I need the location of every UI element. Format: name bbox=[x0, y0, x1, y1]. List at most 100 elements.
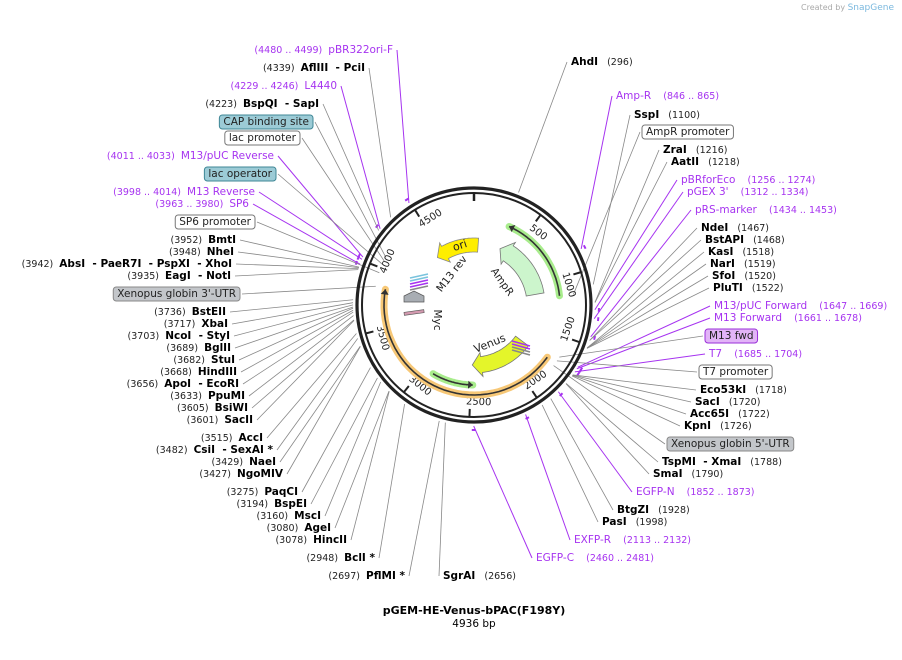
primer-label[interactable]: EXFP-R (2113 .. 2132) bbox=[574, 534, 691, 546]
label-text[interactable]: (3656) ApoI - EcoRI bbox=[127, 378, 239, 390]
label-text[interactable]: PluTI (1522) bbox=[713, 282, 784, 294]
feature-box[interactable] bbox=[203, 166, 277, 182]
label-text[interactable]: (4339) AflIII - PciI bbox=[263, 62, 365, 74]
label-text[interactable]: (3429) NaeI bbox=[211, 456, 276, 468]
label-text[interactable]: (3736) BstEII bbox=[154, 306, 226, 318]
label-text[interactable]: ZraI (1216) bbox=[663, 144, 727, 156]
ampr-orf-arc[interactable] bbox=[508, 225, 561, 296]
label-text[interactable]: (3935) EagI - NotI bbox=[127, 270, 231, 282]
restriction-site-label[interactable]: (3482) CsiI - SexAI * bbox=[156, 444, 274, 456]
primer-label[interactable]: EGFP-C (2460 .. 2481) bbox=[536, 552, 654, 564]
label-text[interactable]: (3948) NheI bbox=[169, 246, 234, 258]
restriction-site-label[interactable]: (3942) AbsI - PaeR7I - PspXI - XhoI bbox=[22, 258, 232, 270]
label-text[interactable]: BtgZI (1928) bbox=[617, 504, 690, 516]
label-text[interactable]: pGEX 3' (1312 .. 1334) bbox=[687, 186, 809, 198]
restriction-site-label[interactable]: (3689) BglII bbox=[166, 342, 231, 354]
restriction-site-label[interactable]: (3935) EagI - NotI bbox=[127, 270, 231, 282]
primer-label[interactable]: pGEX 3' (1312 .. 1334) bbox=[687, 186, 809, 198]
label-text[interactable]: (3717) XbaI bbox=[164, 318, 228, 330]
restriction-site-label[interactable]: AatII (1218) bbox=[671, 156, 740, 168]
label-text[interactable]: EGFP-N (1852 .. 1873) bbox=[636, 486, 755, 498]
restriction-site-label[interactable]: BstAPI (1468) bbox=[705, 234, 785, 246]
label-text[interactable]: M13/pUC Forward (1647 .. 1669) bbox=[714, 300, 887, 312]
restriction-site-label[interactable]: NarI (1519) bbox=[710, 258, 776, 270]
label-text[interactable]: M13 Forward (1661 .. 1678) bbox=[714, 312, 862, 324]
restriction-site-label[interactable]: (3080) AgeI bbox=[267, 522, 331, 534]
label-text[interactable]: lac promoter bbox=[229, 132, 297, 144]
restriction-site-label[interactable]: (3703) NcoI - StyI bbox=[128, 330, 230, 342]
venus-feature[interactable] bbox=[471, 335, 529, 378]
restriction-site-label[interactable]: (3429) NaeI bbox=[211, 456, 276, 468]
restriction-site-label[interactable]: (3717) XbaI bbox=[164, 318, 228, 330]
restriction-site-label[interactable]: (3275) PaqCI bbox=[227, 486, 298, 498]
feature-box[interactable] bbox=[224, 130, 301, 146]
label-text[interactable]: SfoI (1520) bbox=[712, 270, 776, 282]
restriction-site-label[interactable]: SfoI (1520) bbox=[712, 270, 776, 282]
label-text[interactable]: (3160) MscI bbox=[257, 510, 322, 522]
restriction-site-label[interactable]: (3682) StuI bbox=[173, 354, 235, 366]
label-text[interactable]: CAP binding site bbox=[223, 116, 309, 128]
label-text[interactable]: TspMI - XmaI (1788) bbox=[662, 456, 782, 468]
label-text[interactable]: pBRforEco (1256 .. 1274) bbox=[681, 174, 815, 186]
restriction-site-label[interactable]: ZraI (1216) bbox=[663, 144, 727, 156]
primer-label[interactable]: M13 Forward (1661 .. 1678) bbox=[714, 312, 862, 324]
label-text[interactable]: T7 (1685 .. 1704) bbox=[708, 348, 802, 360]
label-text[interactable]: PasI (1998) bbox=[602, 516, 667, 528]
label-text[interactable]: pRS-marker (1434 .. 1453) bbox=[695, 204, 837, 216]
label-text[interactable]: (4229 .. 4246) L4440 bbox=[231, 80, 337, 92]
restriction-site-label[interactable]: (3656) ApoI - EcoRI bbox=[127, 378, 239, 390]
label-text[interactable]: AatII (1218) bbox=[671, 156, 740, 168]
label-text[interactable]: (3703) NcoI - StyI bbox=[128, 330, 230, 342]
restriction-site-label[interactable]: (2948) BclI * bbox=[306, 552, 375, 564]
label-text[interactable]: (2697) PflMI * bbox=[328, 570, 405, 582]
restriction-site-label[interactable]: SgrAI (2656) bbox=[443, 570, 516, 582]
restriction-site-label[interactable]: PluTI (1522) bbox=[713, 282, 784, 294]
restriction-site-label[interactable]: SacI (1720) bbox=[695, 396, 760, 408]
label-text[interactable]: Acc65I (1722) bbox=[690, 408, 770, 420]
label-text[interactable]: (4011 .. 4033) M13/pUC Reverse bbox=[107, 150, 274, 162]
primer-label[interactable]: (3963 .. 3980) SP6 bbox=[155, 198, 249, 210]
label-text[interactable]: SspI (1100) bbox=[634, 109, 700, 121]
label-text[interactable]: (3605) BsiWI bbox=[177, 402, 248, 414]
label-text[interactable]: (3515) AccI bbox=[201, 432, 263, 444]
primer-label[interactable]: (3998 .. 4014) M13 Reverse bbox=[113, 186, 255, 198]
primer-label[interactable]: pRS-marker (1434 .. 1453) bbox=[695, 204, 837, 216]
label-text[interactable]: AmpR promoter bbox=[646, 126, 730, 138]
label-text[interactable]: (2948) BclI * bbox=[306, 552, 375, 564]
primer-label[interactable]: T7 (1685 .. 1704) bbox=[708, 348, 802, 360]
label-text[interactable]: (3427) NgoMIV bbox=[199, 468, 284, 480]
feature-box[interactable] bbox=[666, 436, 795, 452]
label-text[interactable]: (3080) AgeI bbox=[267, 522, 331, 534]
primer-label[interactable]: pBRforEco (1256 .. 1274) bbox=[681, 174, 815, 186]
restriction-site-label[interactable]: (3078) HincII bbox=[275, 534, 347, 546]
label-text[interactable]: (3078) HincII bbox=[275, 534, 347, 546]
restriction-site-label[interactable]: (2697) PflMI * bbox=[328, 570, 405, 582]
restriction-site-label[interactable]: (3948) NheI bbox=[169, 246, 234, 258]
restriction-site-label[interactable]: (3605) BsiWI bbox=[177, 402, 248, 414]
label-text[interactable]: KasI (1518) bbox=[708, 246, 774, 258]
restriction-site-label[interactable]: BtgZI (1928) bbox=[617, 504, 690, 516]
label-text[interactable]: (3942) AbsI - PaeR7I - PspXI - XhoI bbox=[22, 258, 232, 270]
restriction-site-label[interactable]: TspMI - XmaI (1788) bbox=[662, 456, 782, 468]
restriction-site-label[interactable]: (4339) AflIII - PciI bbox=[263, 62, 365, 74]
restriction-site-label[interactable]: SmaI (1790) bbox=[653, 468, 723, 480]
label-text[interactable]: (4480 .. 4499) pBR322ori-F bbox=[254, 44, 393, 56]
label-text[interactable]: (3633) PpuMI bbox=[170, 390, 245, 402]
restriction-site-label[interactable]: (3194) BspEI bbox=[236, 498, 307, 510]
restriction-site-label[interactable]: (3633) PpuMI bbox=[170, 390, 245, 402]
restriction-site-label[interactable]: (3668) HindIII bbox=[160, 366, 237, 378]
feature-label[interactable]: Xenopus globin 3'-UTR bbox=[112, 286, 241, 302]
venus-orf-arc[interactable] bbox=[432, 373, 473, 386]
label-text[interactable]: Amp-R (846 .. 865) bbox=[616, 90, 719, 102]
primer-label[interactable]: (4011 .. 4033) M13/pUC Reverse bbox=[107, 150, 274, 162]
restriction-site-label[interactable]: (4223) BspQI - SapI bbox=[205, 98, 319, 110]
feature-box[interactable] bbox=[218, 114, 314, 130]
primer-label[interactable]: M13/pUC Forward (1647 .. 1669) bbox=[714, 300, 887, 312]
label-text[interactable]: SgrAI (2656) bbox=[443, 570, 516, 582]
feature-label[interactable]: AmpR promoter bbox=[641, 124, 734, 140]
feature-box[interactable] bbox=[641, 124, 734, 140]
label-text[interactable]: NarI (1519) bbox=[710, 258, 776, 270]
label-text[interactable]: (3952) BmtI bbox=[170, 234, 236, 246]
restriction-site-label[interactable]: (3601) SacII bbox=[187, 414, 253, 426]
primer-label[interactable]: Amp-R (846 .. 865) bbox=[616, 90, 719, 102]
